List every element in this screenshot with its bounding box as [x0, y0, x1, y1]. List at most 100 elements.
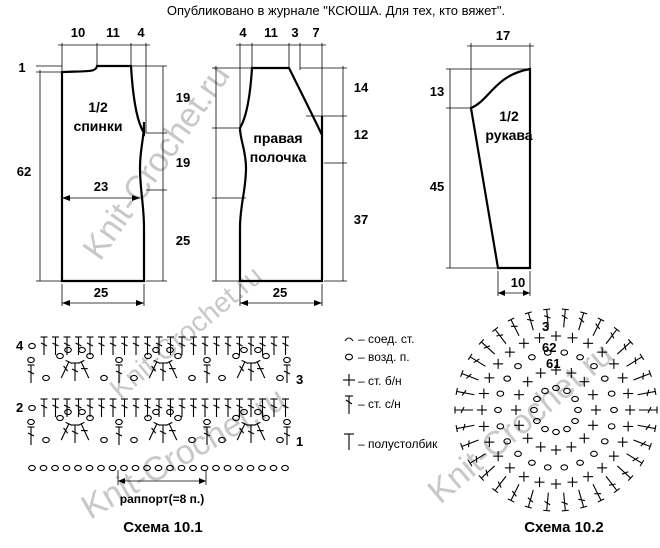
double-crochet-stroke: [473, 358, 480, 364]
chain-stitch-symbol: [571, 395, 579, 403]
row-number-4: 4: [16, 338, 24, 353]
double-crochet-symbol: [236, 421, 249, 441]
double-crochet-symbol: [109, 398, 117, 417]
single-crochet-symbol: [551, 331, 561, 341]
chain-stitch-symbol: [258, 464, 266, 472]
single-crochet-symbol: [484, 437, 495, 448]
double-crochet-stroke: [63, 365, 69, 372]
sleeve-bottom-width: 10: [511, 275, 525, 290]
double-crochet-stroke: [626, 453, 643, 464]
double-crochet-symbol: [605, 326, 620, 345]
single-crochet-symbol: [591, 405, 601, 415]
double-crochet-stroke: [561, 501, 568, 505]
chain-stitch-symbol: [166, 408, 174, 416]
double-crochet-stroke: [654, 387, 657, 395]
single-crochet-symbol: [511, 405, 521, 415]
chain-stitch-symbol: [130, 436, 138, 444]
chain-stitch-symbol: [514, 450, 522, 457]
double-crochet-stroke: [239, 427, 245, 434]
double-crochet-symbol: [165, 359, 178, 379]
back-width-neck: 10: [71, 25, 85, 40]
double-crochet-stroke: [527, 489, 534, 508]
double-crochet-symbol: [524, 311, 534, 331]
scheme-10-1-stitches: [27, 336, 291, 472]
sleeve-title-fraction: 1/2: [499, 108, 519, 124]
double-crochet-stroke: [256, 429, 264, 432]
chain-stitch-symbol: [574, 406, 582, 414]
double-crochet-symbol: [637, 424, 657, 433]
double-crochet-stroke: [148, 361, 158, 379]
double-crochet-stroke: [524, 505, 532, 509]
double-crochet-symbol: [592, 317, 605, 336]
double-crochet-stroke: [645, 424, 651, 431]
double-crochet-stroke: [632, 456, 639, 462]
double-crochet-symbol: [283, 426, 291, 445]
front-width-shoulder: 11: [264, 25, 278, 40]
double-crochet-symbol: [605, 475, 620, 494]
double-crochet-symbol: [98, 336, 105, 355]
chain-stitch-symbol: [254, 408, 262, 416]
chain-stitch-symbol: [576, 459, 584, 466]
chain-stitch-symbol: [543, 464, 552, 471]
double-crochet-stroke: [213, 404, 220, 409]
double-crochet-stroke: [637, 390, 656, 396]
chain-stitch-symbol: [108, 464, 117, 472]
chain-stitch-symbol: [533, 395, 541, 403]
chain-stitch-symbol: [115, 356, 123, 364]
double-crochet-stroke: [52, 342, 59, 347]
chain-stitch-symbol: [514, 363, 522, 370]
double-crochet-stroke: [65, 421, 73, 426]
double-crochet-stroke: [654, 425, 657, 433]
double-crochet-stroke: [578, 312, 585, 331]
double-crochet-stroke: [213, 342, 220, 347]
double-crochet-stroke: [592, 319, 602, 336]
double-crochet-stroke: [507, 498, 515, 503]
chain-stitch-symbol: [100, 374, 108, 382]
double-crochet-symbol: [132, 398, 140, 417]
scheme-10-2-stitches: [454, 308, 658, 512]
double-crochet-symbol: [52, 398, 59, 417]
double-crochet-symbol: [253, 359, 266, 379]
double-crochet-stroke: [253, 359, 261, 364]
double-crochet-stroke: [239, 365, 245, 372]
single-crochet-symbol: [518, 338, 529, 349]
double-crochet-stroke: [236, 342, 243, 347]
double-crochet-stroke: [469, 453, 486, 464]
double-crochet-symbol: [543, 308, 551, 328]
chain-stitch-symbol: [600, 438, 609, 445]
chain-stitch-symbol: [235, 464, 243, 472]
double-crochet-symbol: [165, 421, 178, 441]
double-crochet-stroke: [159, 430, 167, 435]
single-crochet-symbol: [566, 441, 577, 452]
double-crochet-stroke: [527, 318, 534, 322]
chain-stitch-symbol: [166, 464, 174, 472]
double-crochet-stroke: [270, 342, 278, 347]
double-crochet-stroke: [151, 365, 157, 372]
double-crochet-stroke: [633, 439, 651, 447]
front-width-neck: 3: [291, 25, 298, 40]
double-crochet-stroke: [80, 367, 88, 370]
double-crochet-stroke: [610, 332, 615, 339]
sleeve-top-width: 17: [496, 28, 510, 43]
double-crochet-stroke: [178, 342, 186, 347]
double-crochet-symbol: [236, 336, 243, 355]
chain-stitch-symbol: [131, 464, 140, 472]
double-crochet-stroke: [52, 404, 59, 409]
single-crochet-symbol: [623, 421, 634, 432]
double-crochet-symbol: [40, 336, 48, 355]
front-piece: 4 11 3 7 14 12 37 25 правая полочка: [212, 25, 369, 306]
double-crochet-symbol: [454, 406, 473, 414]
double-crochet-stroke: [461, 373, 479, 381]
double-crochet-symbol: [132, 336, 140, 355]
watermark-3: Knit-Crochet.ru: [421, 335, 621, 511]
double-crochet-stroke: [639, 353, 645, 361]
chain-stitch-symbol: [177, 464, 186, 472]
double-crochet-stroke: [109, 404, 117, 409]
double-crochet-stroke: [259, 404, 266, 409]
round-number-3: 3: [542, 319, 549, 334]
double-crochet-stroke: [40, 342, 48, 347]
double-crochet-symbol: [259, 398, 266, 417]
double-crochet-stroke: [256, 423, 266, 441]
scheme-10-1: 4 3 2 1 раппорт(=8 п.) Схема 10.1: [16, 336, 303, 536]
double-crochet-symbol: [578, 311, 588, 331]
